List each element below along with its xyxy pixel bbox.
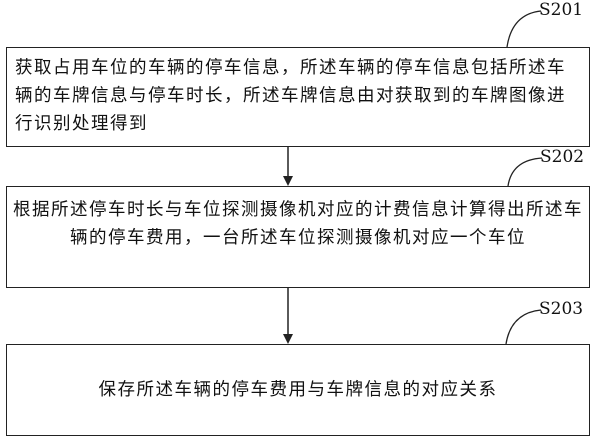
leader-line-s201	[506, 10, 542, 48]
step-label-s202: S202	[540, 147, 585, 167]
step-label-s203: S203	[539, 299, 584, 319]
leader-line-s202	[507, 157, 543, 187]
leader-line-s203	[505, 309, 542, 345]
step-text-s203: 保存所述车辆的停车费用与车牌信息的对应关系	[98, 380, 498, 400]
step-text-s201: 获取占用车位的车辆的停车信息，所述车辆的停车信息包括所述车辆的车牌信息与停车时长…	[15, 58, 566, 134]
step-box-s203: 保存所述车辆的停车费用与车牌信息的对应关系	[6, 344, 590, 436]
step-box-s201: 获取占用车位的车辆的停车信息，所述车辆的停车信息包括所述车辆的车牌信息与停车时长…	[6, 47, 590, 147]
step-box-s202: 根据所述停车时长与车位探测摄像机对应的计费信息计算得出所述车辆的停车费用，一台所…	[6, 186, 590, 288]
step-label-s201: S201	[539, 0, 584, 20]
step-text-s202: 根据所述停车时长与车位探测摄像机对应的计费信息计算得出所述车辆的停车费用，一台所…	[13, 200, 583, 248]
